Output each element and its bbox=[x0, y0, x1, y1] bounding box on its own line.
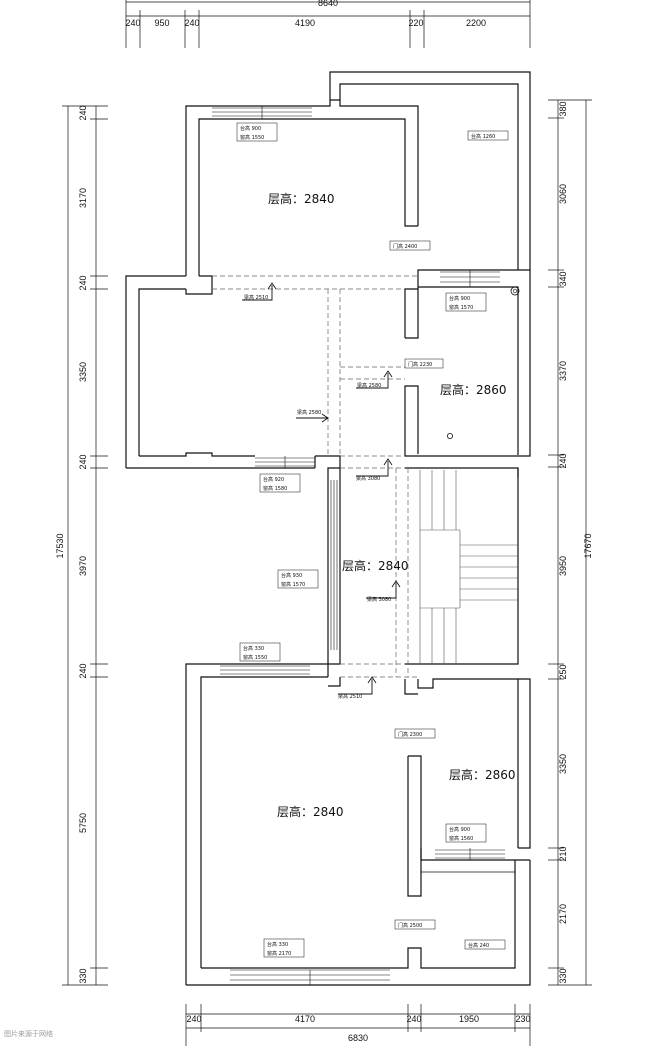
top-dimension: 2200 bbox=[466, 18, 486, 28]
window-sill-tag: 台高 920 bbox=[263, 476, 284, 483]
top-dimension: 240 bbox=[184, 18, 199, 28]
right-overall-dimension: 17670 bbox=[583, 533, 593, 558]
bottom-dimension: 240 bbox=[406, 1014, 421, 1024]
top-overall-dimension: 8640 bbox=[318, 0, 338, 8]
right-dimension: 3350 bbox=[558, 754, 568, 774]
drain-fixture bbox=[510, 286, 520, 296]
window-sill-tag: 台高 240 bbox=[468, 942, 489, 949]
right-dimension: 2170 bbox=[558, 904, 568, 924]
door-height-tag: 门高 2300 bbox=[398, 731, 422, 738]
left-dimension: 240 bbox=[78, 275, 88, 290]
right-dimension: 3370 bbox=[558, 361, 568, 381]
top-dimension: 950 bbox=[154, 18, 169, 28]
window-sill-tag: 台高 330 bbox=[267, 941, 288, 948]
beam-height-tag: 梁高 3080 bbox=[367, 596, 391, 603]
right-dimension: 330 bbox=[558, 968, 568, 983]
room-label-upper-right: 层高：2860 bbox=[440, 382, 507, 397]
floor-drain bbox=[446, 432, 453, 439]
right-dimension: 210 bbox=[558, 846, 568, 861]
window-sill-tag: 台高 900 bbox=[449, 295, 470, 302]
window-height-tag: 窗高 1550 bbox=[240, 134, 264, 141]
right-dimension: 380 bbox=[558, 101, 568, 116]
bottom-dimension: 240 bbox=[186, 1014, 201, 1024]
windows bbox=[212, 107, 505, 981]
right-dimension: 340 bbox=[558, 271, 568, 286]
door-height-tag: 门高 2400 bbox=[393, 243, 417, 250]
room-label-middle: 层高：2840 bbox=[342, 558, 409, 573]
left-dimension: 240 bbox=[78, 663, 88, 678]
beam-height-tag: 梁高 2510 bbox=[338, 693, 362, 700]
arrow-markers bbox=[242, 282, 401, 695]
left-dimension: 330 bbox=[78, 968, 88, 983]
window-sill-tag: 台高 1260 bbox=[471, 133, 495, 140]
window-height-tag: 窗高 1560 bbox=[449, 835, 473, 842]
drain-fixture bbox=[512, 288, 518, 294]
room-label-top-left: 层高：2840 bbox=[268, 191, 335, 206]
right-dimension: 240 bbox=[558, 453, 568, 468]
beam-height-tag: 梁高 2580 bbox=[357, 382, 381, 389]
window-sill-tag: 台高 900 bbox=[449, 826, 470, 833]
bottom-dimension: 230 bbox=[515, 1014, 530, 1024]
window-height-tag: 窗高 1570 bbox=[281, 581, 305, 588]
top-dimension: 220 bbox=[408, 18, 423, 28]
beam-height-tag: 梁高 2510 bbox=[244, 294, 268, 301]
beam-lines bbox=[212, 275, 418, 678]
watermark-text: 图片来源于网络 bbox=[4, 1029, 53, 1038]
stairs bbox=[419, 470, 518, 664]
right-dimension: 3060 bbox=[558, 184, 568, 204]
right-dimension: 250 bbox=[558, 664, 568, 679]
right-dimension: 3950 bbox=[558, 556, 568, 576]
window-sill-tag: 台高 930 bbox=[281, 572, 302, 579]
bottom-dimension: 1950 bbox=[459, 1014, 479, 1024]
left-dimension: 240 bbox=[78, 105, 88, 120]
room-label-bottom: 层高：2840 bbox=[277, 804, 344, 819]
beam-height-tag: 梁高 2580 bbox=[297, 409, 321, 416]
top-dimension: 240 bbox=[125, 18, 140, 28]
left-dimension-chain bbox=[62, 105, 108, 986]
right-dimension-chain bbox=[548, 99, 592, 986]
window-height-tag: 窗高 1580 bbox=[263, 485, 287, 492]
window-sill-tag: 台高 330 bbox=[243, 645, 264, 652]
window-mullions bbox=[261, 106, 471, 985]
left-dimension: 3350 bbox=[78, 362, 88, 382]
beam-height-tag: 梁高 3080 bbox=[356, 475, 380, 482]
top-dimension-chain bbox=[125, 0, 531, 48]
bottom-dimension: 4170 bbox=[295, 1014, 315, 1024]
window-tag-boxes bbox=[236, 122, 509, 958]
door-height-tag: 门高 2500 bbox=[398, 922, 422, 929]
left-dimension: 3970 bbox=[78, 556, 88, 576]
left-dimension: 240 bbox=[78, 454, 88, 469]
left-overall-dimension: 17530 bbox=[55, 533, 65, 558]
room-label-lower-right: 层高：2860 bbox=[449, 767, 516, 782]
door-height-tag: 门高 2230 bbox=[408, 361, 432, 368]
window-height-tag: 窗高 1550 bbox=[243, 654, 267, 661]
window-height-tag: 窗高 2170 bbox=[267, 950, 291, 957]
bottom-dimension-chain bbox=[185, 1004, 531, 1046]
left-dimension: 5750 bbox=[78, 813, 88, 833]
left-dimension: 3170 bbox=[78, 188, 88, 208]
window-height-tag: 窗高 1570 bbox=[449, 304, 473, 311]
walls bbox=[125, 71, 531, 986]
door-tag-boxes bbox=[389, 240, 444, 930]
window-sill-tag: 台高 900 bbox=[240, 125, 261, 132]
bottom-overall-dimension: 6830 bbox=[348, 1033, 368, 1043]
top-dimension: 4190 bbox=[295, 18, 315, 28]
